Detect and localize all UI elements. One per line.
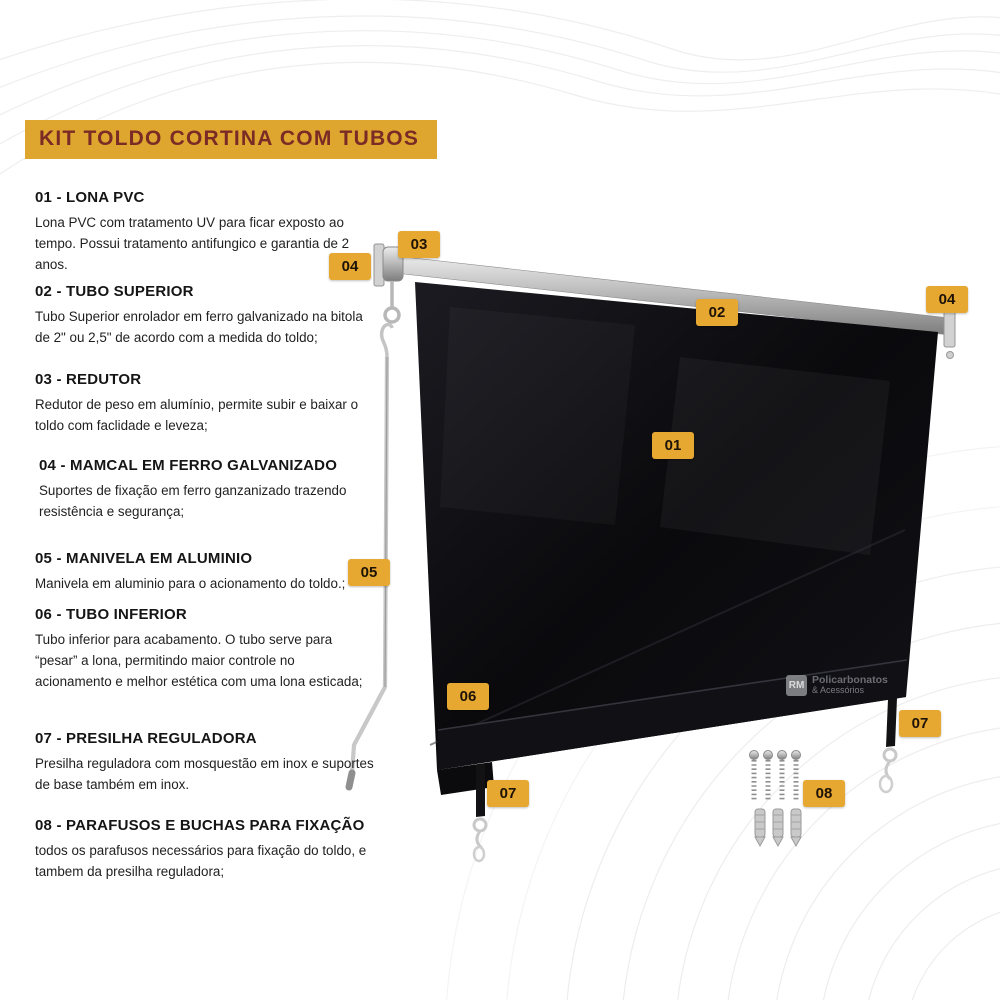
item-block-tubo-superior: 02 - TUBO SUPERIOR Tubo Superior enrolad…: [35, 283, 375, 349]
item-heading: 05 - MANIVELA EM ALUMINIO: [35, 550, 253, 567]
badge-02-tubo-superior: 02: [696, 299, 738, 326]
item-block-lona-pvc: 01 - LONA PVC Lona PVC com tratamento UV…: [35, 189, 375, 276]
item-heading: 02 - TUBO SUPERIOR: [35, 283, 194, 300]
brand-logo-mark: RM: [786, 675, 807, 696]
badge-01-lona-pvc: 01: [652, 432, 694, 459]
item-block-manivela: 05 - MANIVELA EM ALUMINIO Manivela em al…: [35, 550, 375, 595]
brand-logo-text: Policarbonatos & Acessórios: [812, 675, 888, 695]
item-heading: 06 - TUBO INFERIOR: [35, 606, 187, 623]
item-heading: 08 - PARAFUSOS E BUCHAS PARA FIXAÇÃO: [35, 817, 365, 834]
pvc-canvas: [415, 282, 938, 795]
page-title: KIT TOLDO CORTINA COM TUBOS: [39, 127, 420, 150]
item-block-redutor: 03 - REDUTOR Redutor de peso em alumínio…: [35, 371, 375, 437]
item-body: Lona PVC com tratamento UV para ficar ex…: [35, 215, 350, 272]
item-block-presilha: 07 - PRESILHA REGULADORA Presilha regula…: [35, 730, 375, 796]
crank-rod: [345, 322, 394, 791]
item-heading: 07 - PRESILHA REGULADORA: [35, 730, 257, 747]
badge-07-presilha-right: 07: [899, 710, 941, 737]
title-banner: KIT TOLDO CORTINA COM TUBOS: [25, 120, 438, 159]
left-strap-hook: [472, 764, 488, 863]
badge-03-redutor: 03: [398, 231, 440, 258]
badge-07-presilha-left: 07: [487, 780, 529, 807]
item-body: Tubo inferior para acabamento. O tubo se…: [35, 632, 363, 689]
awning-product-illustration: [345, 243, 956, 863]
brand-subtitle: & Acessórios: [812, 685, 865, 696]
item-heading: 03 - REDUTOR: [35, 371, 142, 388]
badge-04-mamcal-right: 04: [926, 286, 968, 313]
item-body: Presilha reguladora com mosquestão em in…: [35, 756, 374, 792]
item-body: Redutor de peso em alumínio, permite sub…: [35, 397, 359, 433]
item-body: todos os parafusos necessários para fixa…: [35, 843, 367, 879]
item-body: Suportes de fixação em ferro ganzanizado…: [39, 483, 347, 519]
badge-05-manivela: 05: [348, 559, 390, 586]
item-body: Tubo Superior enrolador em ferro galvani…: [35, 309, 363, 345]
badge-04-mamcal-left: 04: [329, 253, 371, 280]
badge-06-tubo-inferior: 06: [447, 683, 489, 710]
screws-and-anchors: [749, 750, 802, 848]
item-block-tubo-inferior: 06 - TUBO INFERIOR Tubo inferior para ac…: [35, 606, 375, 693]
right-bracket: [943, 310, 956, 359]
badge-08-parafusos: 08: [803, 780, 845, 807]
item-block-parafusos: 08 - PARAFUSOS E BUCHAS PARA FIXAÇÃO tod…: [35, 817, 375, 883]
right-strap-hook: [878, 698, 898, 794]
item-body: Manivela em aluminio para o acionamento …: [35, 576, 346, 591]
brand-name: Policarbonatos: [812, 674, 888, 687]
item-heading: 04 - MAMCAL EM FERRO GALVANIZADO: [39, 457, 338, 474]
brand-watermark: RM Policarbonatos & Acessórios: [786, 675, 888, 696]
item-block-mamcal: 04 - MAMCAL EM FERRO GALVANIZADO Suporte…: [35, 457, 375, 523]
item-heading: 01 - LONA PVC: [35, 189, 145, 206]
